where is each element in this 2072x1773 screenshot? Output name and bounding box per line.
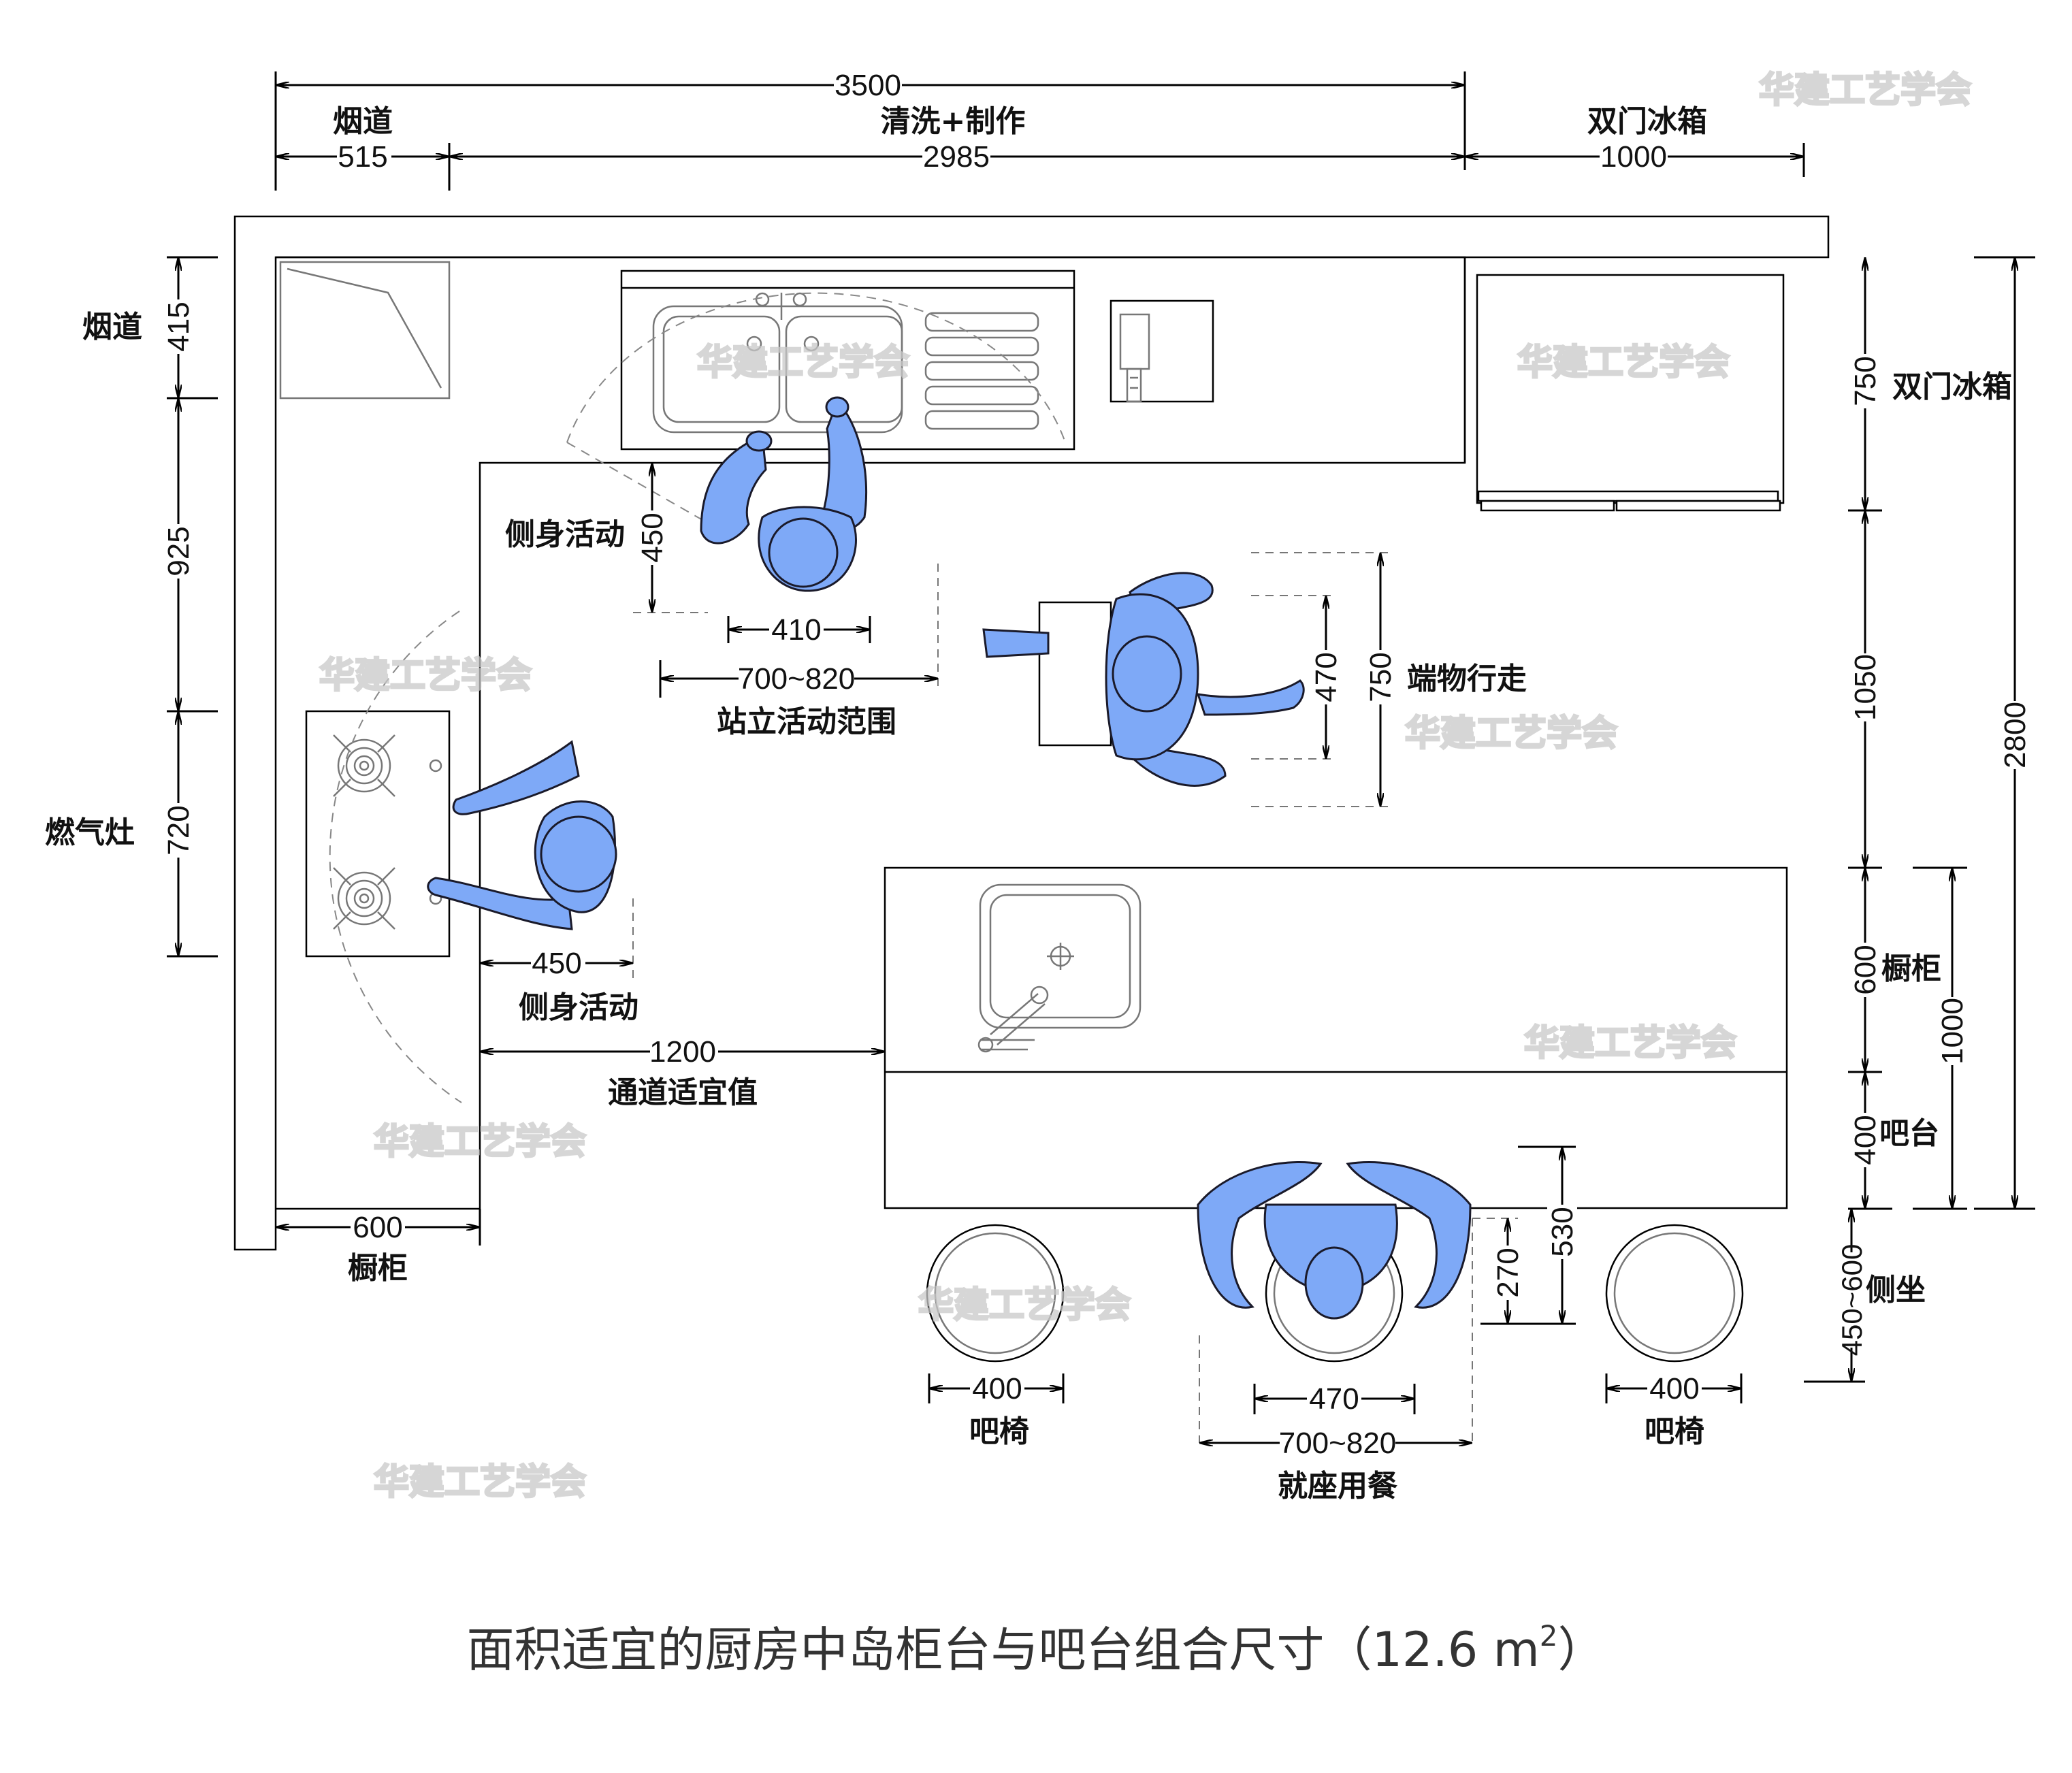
label-stove-side: 侧身活动 (519, 990, 638, 1025)
dim-bar-depth: 400 (1849, 1115, 1882, 1165)
kitchen-island (884, 866, 1788, 1209)
dim-seated-body: 470 (1309, 1382, 1359, 1416)
dim-wash-width: 2985 (923, 140, 990, 174)
island-faucet-icon (980, 993, 1046, 1051)
dim-flue-width: 515 (338, 140, 387, 174)
burner-bottom-icon (333, 867, 395, 930)
label-cabinet-right: 橱柜 (1881, 951, 1941, 986)
watermark: 华建工艺学会 (319, 655, 532, 696)
bar-stool-left (926, 1224, 1065, 1363)
label-flue-top: 烟道 (333, 104, 393, 139)
dim-stool-left: 400 (972, 1372, 1022, 1405)
drainboard (924, 312, 1039, 430)
back-counter (276, 256, 1466, 1210)
label-left-cabinet: 橱柜 (348, 1251, 408, 1286)
label-flue-left: 烟道 (82, 310, 142, 344)
dim-sink-depth: 450 (636, 513, 669, 562)
label-sink-side: 侧身活动 (505, 517, 625, 552)
dim-fridge-depth: 750 (1849, 356, 1882, 406)
dim-cabinet-depth: 600 (1849, 945, 1882, 994)
dim-fridge-width: 1000 (1600, 140, 1667, 174)
cleaver-icon (1119, 313, 1150, 403)
label-stool-right: 吧椅 (1645, 1414, 1704, 1449)
double-door-fridge (1476, 274, 1785, 512)
dimension-labels: 3500 515 2985 1000 烟道 清洗+制作 双门冰箱 415 925… (45, 69, 2032, 1503)
dim-seat-depth: 450~600 (1836, 1244, 1868, 1356)
person-at-sink-icon (700, 396, 868, 592)
dim-island-depth: 1000 (1936, 998, 1969, 1064)
watermark: 华建工艺学会 (374, 1122, 586, 1162)
label-bar-right: 吧台 (1879, 1116, 1939, 1151)
flue-diagonal (287, 267, 442, 389)
label-seated-range: 就座用餐 (1278, 1469, 1397, 1503)
dim-flue-depth: 415 (162, 302, 195, 351)
flue-box (279, 261, 451, 400)
watermarks: 华建工艺学会 华建工艺学会 华建工艺学会 华建工艺学会 华建工艺学会 华建工艺学… (318, 69, 1972, 1504)
person-at-stove-icon (427, 740, 617, 930)
dim-stove-depth: 720 (162, 805, 195, 855)
cutting-board (1110, 299, 1214, 403)
watermark: 华建工艺学会 (1759, 70, 1971, 111)
burner-top-icon (333, 734, 395, 797)
island-sink (979, 883, 1142, 1029)
label-stove-left: 燃气灶 (45, 815, 135, 850)
dim-sink-range: 700~820 (738, 662, 856, 696)
caption-close-paren: ） (1558, 1622, 1606, 1678)
label-aisle: 通道适宜值 (608, 1075, 758, 1110)
watermark: 华建工艺学会 (1517, 342, 1730, 383)
dim-stool-right: 400 (1649, 1372, 1699, 1405)
dim-sink-body: 410 (771, 613, 821, 647)
label-wash-top: 清洗+制作 (881, 104, 1026, 139)
gas-stove (305, 710, 451, 958)
watermark: 华建工艺学会 (918, 1285, 1131, 1326)
label-backgrounds (163, 70, 2030, 1458)
person-walking-icon (982, 572, 1305, 787)
dim-left-cabinet: 600 (353, 1211, 402, 1244)
watermark: 华建工艺学会 (697, 342, 909, 383)
sink-basin-left (662, 315, 781, 423)
tray (1038, 601, 1112, 747)
watermark: 华建工艺学会 (1524, 1023, 1736, 1064)
dim-total-width: 3500 (835, 69, 901, 102)
label-fridge-top: 双门冰箱 (1587, 104, 1707, 139)
dim-bar-depth-b: 530 (1546, 1207, 1579, 1256)
watermark: 华建工艺学会 (1405, 713, 1617, 754)
label-fridge-right: 双门冰箱 (1892, 370, 2012, 404)
dim-bar-depth-a: 270 (1491, 1248, 1525, 1297)
label-sink-range: 站立活动范围 (717, 704, 896, 739)
dim-total-depth: 2800 (1998, 702, 2032, 768)
dim-gap-depth: 925 (162, 526, 195, 576)
dim-seated-range: 700~820 (1279, 1427, 1397, 1460)
label-stool-left: 吧椅 (969, 1414, 1029, 1449)
figure-caption: 面积适宜的厨房中岛柜台与吧台组合尺寸（12.6 m2） (466, 1619, 1605, 1678)
dim-aisle-depth: 1050 (1849, 654, 1882, 721)
dim-walk-body: 470 (1310, 652, 1343, 702)
person-seated-icon (1197, 1161, 1472, 1320)
counters (276, 256, 1788, 1363)
dim-walk-width: 750 (1364, 652, 1397, 702)
dim-aisle-width: 1200 (649, 1035, 716, 1069)
watermark: 华建工艺学会 (374, 1462, 586, 1503)
dim-stove-side: 450 (532, 947, 581, 980)
activity-zones (329, 292, 1518, 1443)
label-walk: 端物行走 (1407, 662, 1527, 696)
caption-superscript: 2 (1540, 1619, 1558, 1653)
bar-stool-right (1605, 1224, 1744, 1363)
label-seat-right: 侧坐 (1866, 1273, 1926, 1307)
